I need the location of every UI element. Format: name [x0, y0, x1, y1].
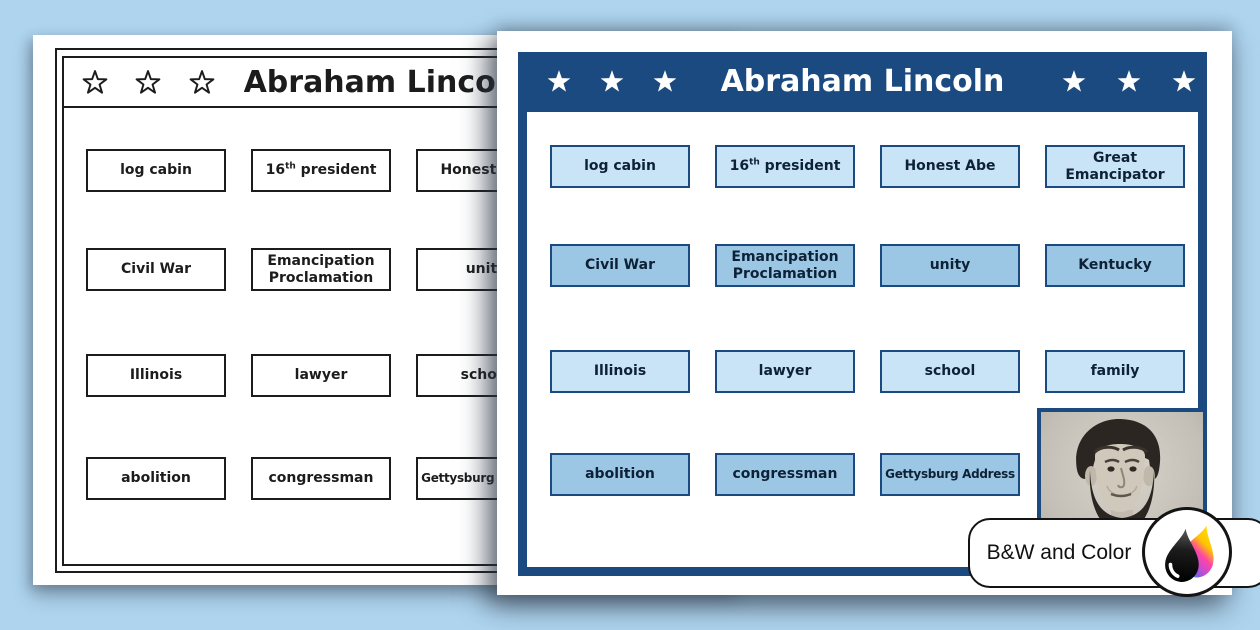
word-card-label: congressman — [268, 470, 374, 487]
star-icon — [135, 70, 161, 94]
word-card-label: unity — [929, 257, 971, 274]
star-icon — [653, 70, 677, 92]
word-card: Civil War — [86, 248, 226, 291]
word-card-label: unity — [465, 261, 507, 278]
word-card-label: log cabin — [584, 158, 656, 175]
star-icon — [1062, 70, 1086, 92]
star-icon — [547, 70, 571, 92]
word-card-label: Gettysburg Address — [885, 466, 1015, 481]
word-card: abolition — [550, 453, 690, 496]
card-row: Civil War Emancipation Proclamation unit… — [550, 244, 1185, 287]
word-card-label: school — [924, 363, 976, 380]
card-row: abolition congressman Gettysburg Address — [86, 457, 556, 500]
word-card-label: abolition — [585, 466, 655, 483]
star-icon — [82, 70, 108, 94]
word-card: family — [1045, 350, 1185, 393]
ink-drop-badge-circle — [1142, 507, 1232, 597]
worksheet-title: Abraham Lincoln — [720, 64, 1005, 99]
word-card-label: Illinois — [129, 367, 183, 384]
ink-drop-icon — [1163, 520, 1217, 584]
word-card: Civil War — [550, 244, 690, 287]
card-row: abolition congressman Gettysburg Address — [550, 453, 1020, 496]
word-card: Gettysburg Address — [880, 453, 1020, 496]
word-card-label: lawyer — [294, 367, 348, 384]
word-card: congressman — [715, 453, 855, 496]
card-row: Illinois lawyer school family — [550, 350, 1185, 393]
star-icon — [600, 70, 624, 92]
word-card: Illinois — [86, 354, 226, 397]
star-icon — [1117, 70, 1141, 92]
word-card: congressman — [251, 457, 391, 500]
word-card-label: family — [1090, 363, 1140, 380]
word-card: Kentucky — [1045, 244, 1185, 287]
header-band: Abraham Lincoln — [518, 52, 1207, 112]
word-card: unity — [880, 244, 1020, 287]
word-card: abolition — [86, 457, 226, 500]
word-card-label: Illinois — [593, 363, 647, 380]
word-card-label: lawyer — [758, 363, 812, 380]
word-card-label: abolition — [121, 470, 191, 487]
word-card: 16th president — [715, 145, 855, 188]
star-icon — [1172, 70, 1196, 92]
word-card-label: Civil War — [121, 261, 191, 278]
word-card-label: congressman — [732, 466, 838, 483]
word-card-label: 16th president — [265, 161, 377, 179]
word-card-label: Emancipation Proclamation — [267, 253, 375, 286]
word-card-label: Great Emancipator — [1065, 150, 1165, 183]
word-card-label: log cabin — [120, 162, 192, 179]
word-card: Illinois — [550, 350, 690, 393]
word-card-label: Civil War — [585, 257, 655, 274]
word-card-label: Kentucky — [1078, 257, 1152, 274]
word-card: lawyer — [715, 350, 855, 393]
word-card: log cabin — [550, 145, 690, 188]
word-card-label: 16th president — [729, 157, 841, 175]
word-card: Great Emancipator — [1045, 145, 1185, 188]
word-card: Honest Abe — [880, 145, 1020, 188]
word-card-label: Emancipation Proclamation — [731, 249, 839, 282]
card-row: log cabin 16th president Honest Abe Grea… — [550, 145, 1185, 188]
word-card: lawyer — [251, 354, 391, 397]
word-card: 16th president — [251, 149, 391, 192]
page-inner-frame: Abraham Lincoln — [62, 56, 733, 566]
bw-and-color-badge-label: B&W and Color — [986, 541, 1132, 564]
word-card: log cabin — [86, 149, 226, 192]
word-card-label: Honest Abe — [904, 158, 996, 175]
word-card: school — [880, 350, 1020, 393]
word-card: Emancipation Proclamation — [251, 248, 391, 291]
worksheet-page-color: Abraham Lincoln log cabin 16th president… — [497, 31, 1232, 595]
star-icon — [189, 70, 215, 94]
worksheet-title: Abraham Lincoln — [243, 65, 528, 100]
word-card: Emancipation Proclamation — [715, 244, 855, 287]
